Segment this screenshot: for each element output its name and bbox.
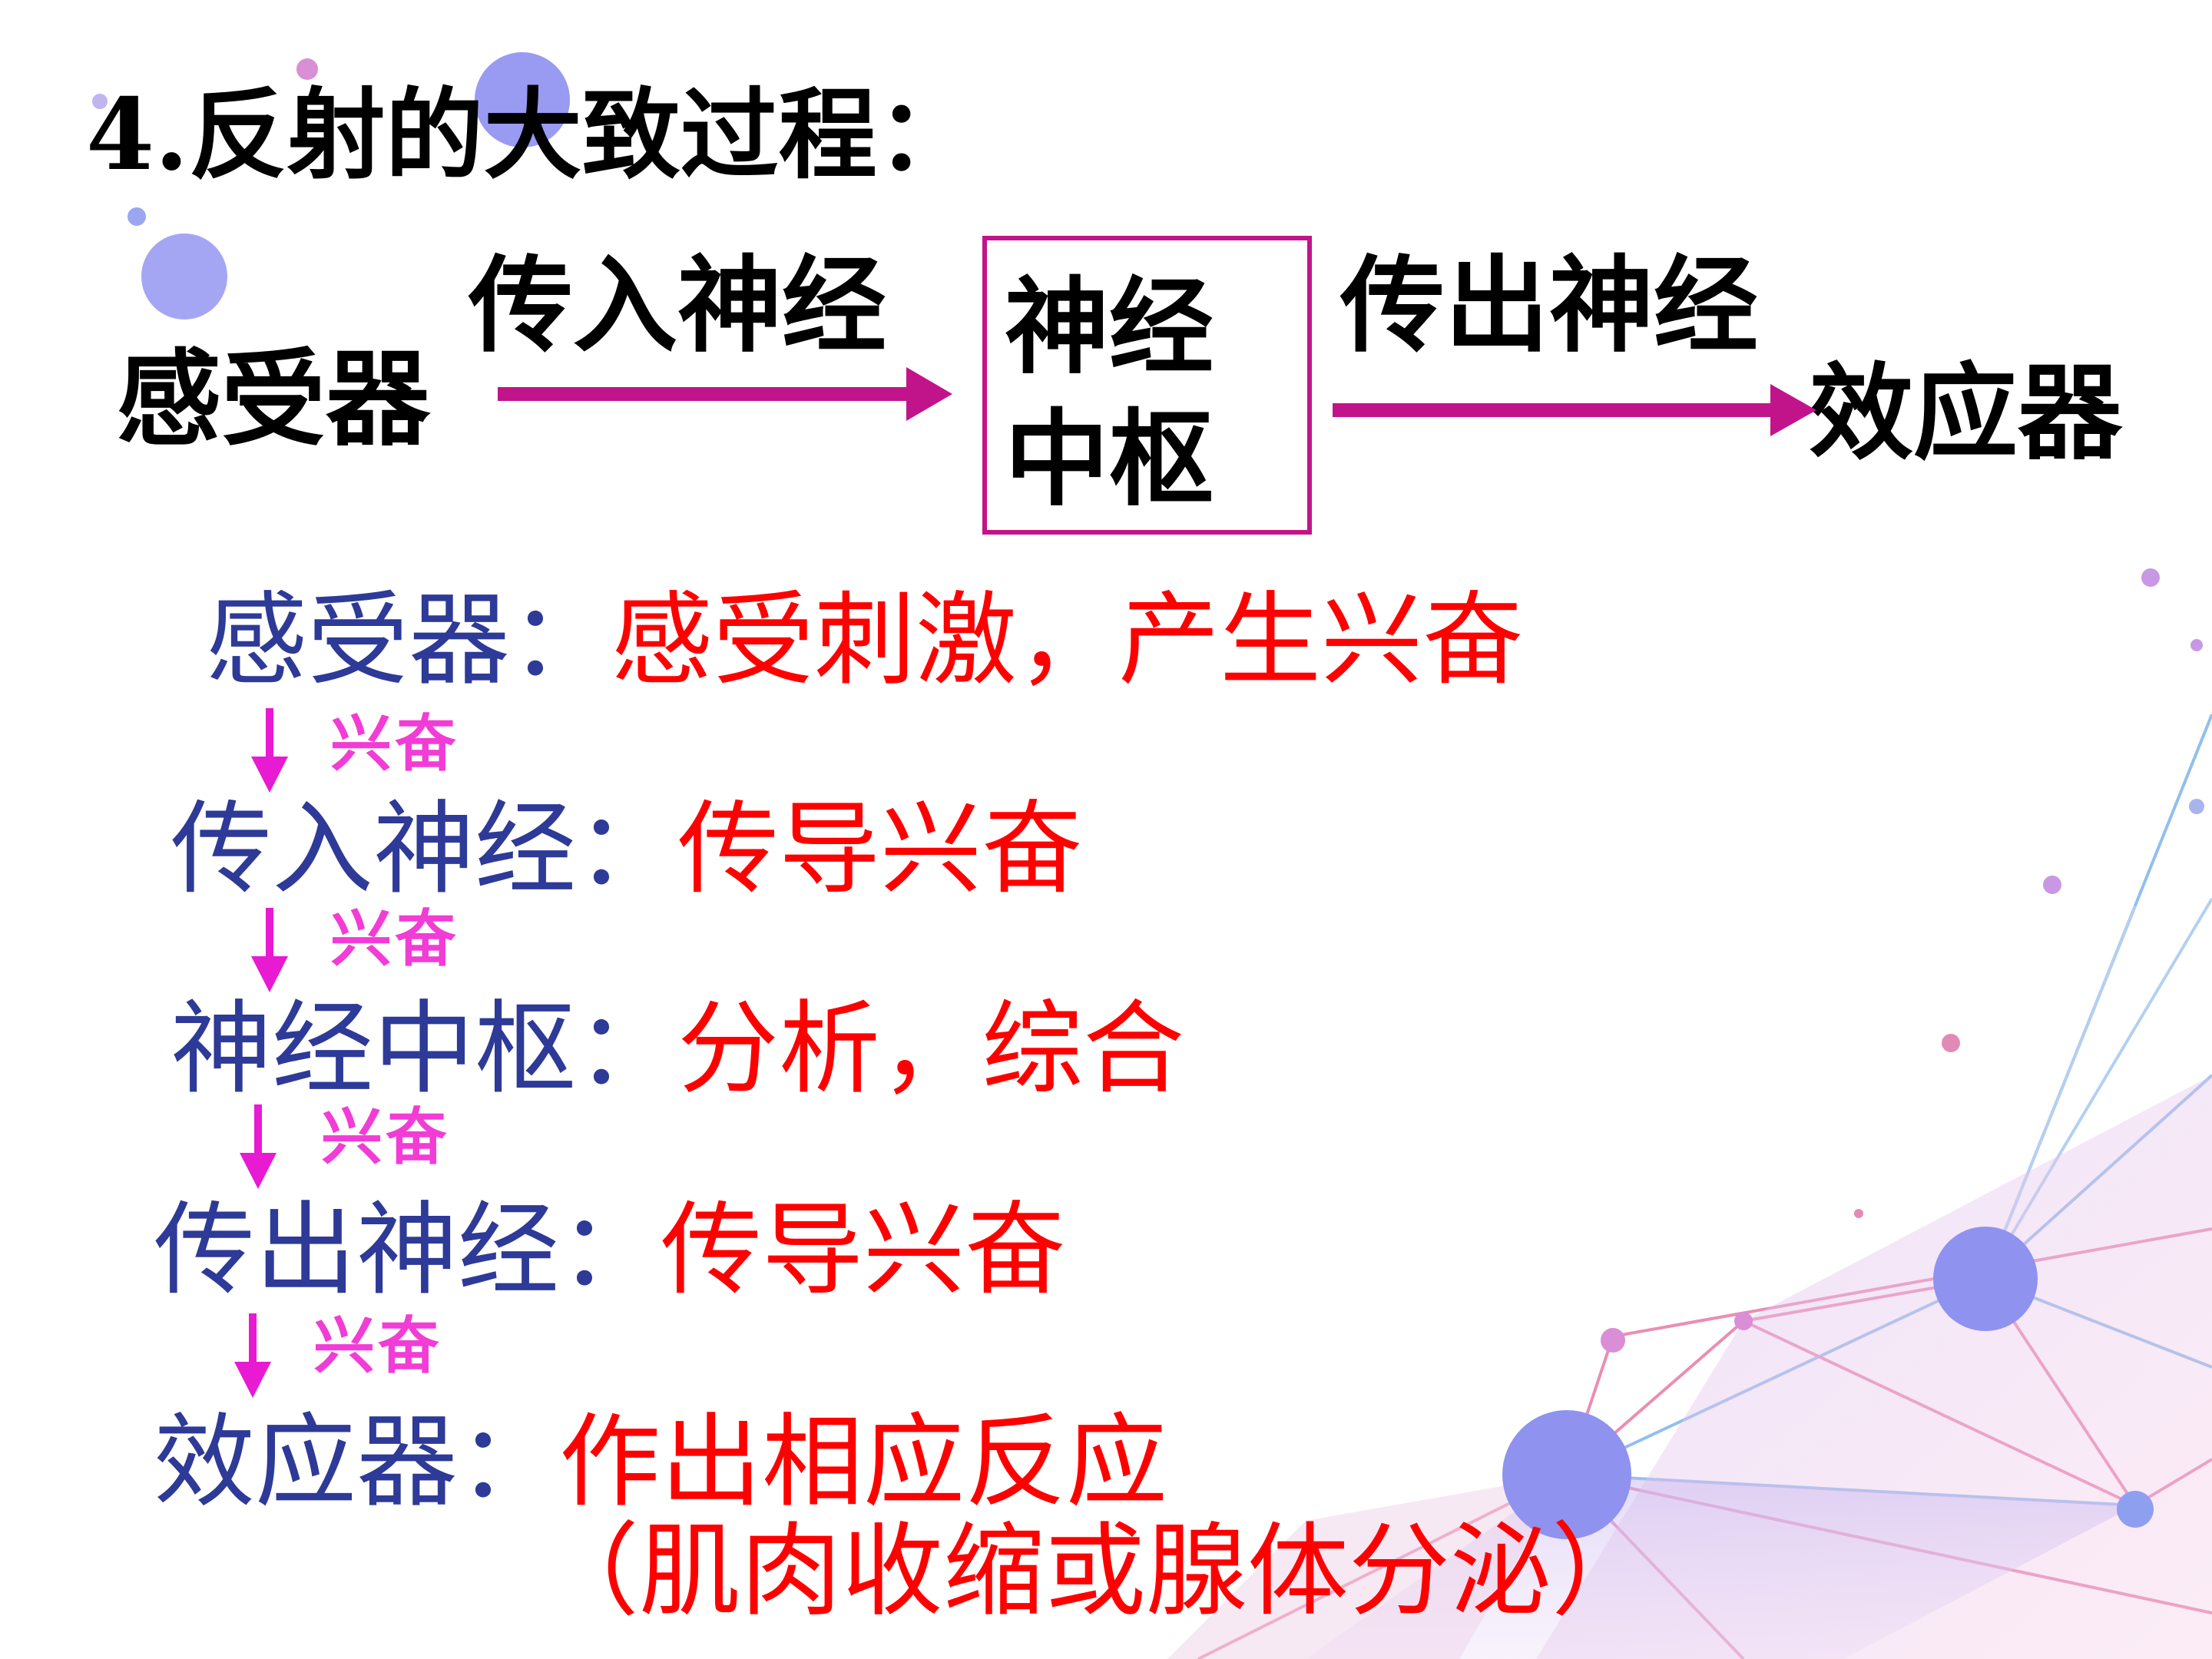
effector-label: 效应器 [1809,352,2122,475]
step-term: 感受器 [206,581,510,700]
down-arrow-4 [234,1313,271,1398]
step-term: 传出神经 [154,1191,559,1310]
efferent-arrow [1333,384,1816,436]
step-colon: ： [559,1191,661,1310]
step-term: 效应器 [154,1403,458,1522]
page-title: 4.反射的大致过程： [86,78,975,193]
receptor-label: 感受器 [117,338,430,461]
step-desc: 传导兴奋 [677,790,1083,909]
step-colon: ： [458,1403,559,1522]
efferent-nerve-label: 传出神经 [1340,244,1758,367]
nerve-center-box [982,236,1312,535]
step-desc: 传导兴奋 [661,1191,1066,1310]
excitation-label-4: 兴奋 [313,1310,442,1382]
step-desc: 分析，综合 [677,990,1184,1108]
down-arrows [234,708,288,1398]
step-term: 神经中枢 [171,990,576,1108]
step-desc: 感受刺激，产生兴奋 [611,581,1524,700]
excitation-label-3: 兴奋 [321,1101,450,1173]
step-effector: 效应器：作出相应反应 [154,1412,1167,1513]
step-colon: ： [576,990,677,1108]
afferent-nerve-label: 传入神经 [469,244,886,367]
step-receptor: 感受器：感受刺激，产生兴奋 [206,590,1524,691]
step-afferent: 传入神经：传导兴奋 [171,799,1083,900]
step-center: 神经中枢：分析，综合 [171,998,1184,1100]
down-arrow-1 [251,708,288,793]
down-arrow-3 [240,1104,276,1189]
step-desc: 作出相应反应 [559,1403,1167,1522]
step-colon: ： [510,581,611,700]
step-term: 传入神经 [171,790,576,909]
down-arrow-2 [251,908,288,992]
step-efferent: 传出神经：传导兴奋 [154,1200,1066,1301]
excitation-label-1: 兴奋 [330,707,459,780]
effector-note: （肌肉收缩或腺体分泌） [538,1512,1653,1631]
nerve-center-label-line2: 中枢 [1005,398,1214,521]
step-colon: ： [576,790,677,909]
nerve-center-label-line1: 神经 [1005,266,1214,389]
afferent-arrow [498,367,952,421]
excitation-label-2: 兴奋 [330,902,459,975]
